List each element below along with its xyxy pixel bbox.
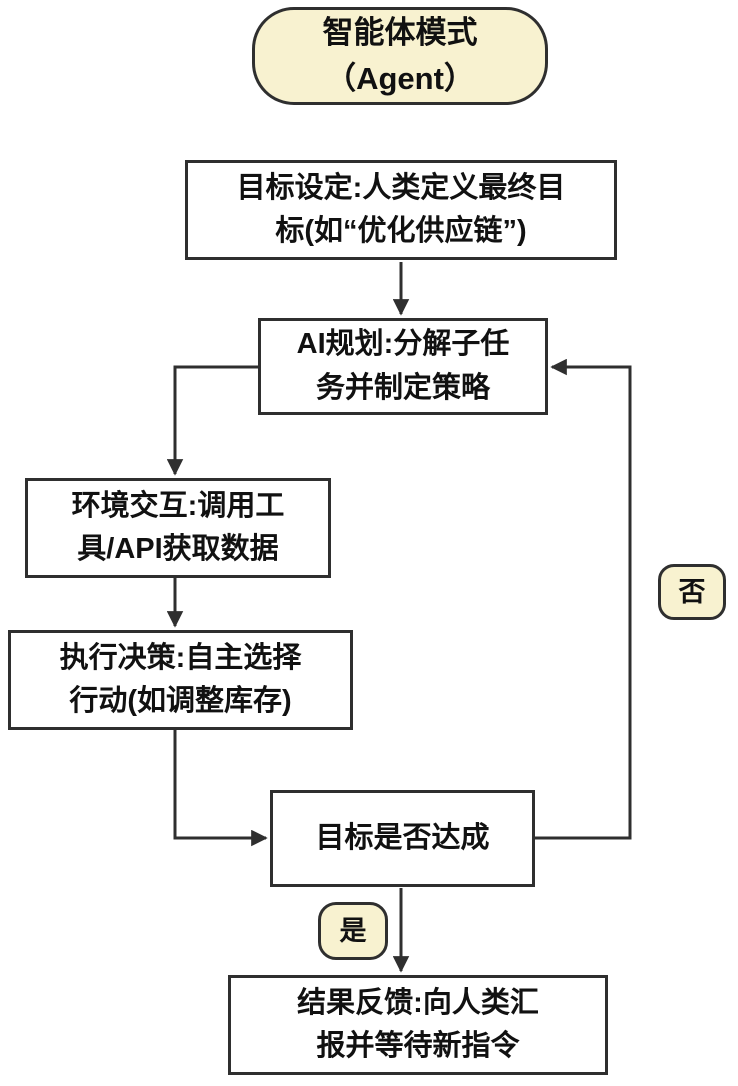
- label-yes: 是: [318, 902, 388, 960]
- node-agent-mode-title: 智能体模式 （Agent）: [252, 7, 548, 105]
- label-no: 否: [658, 564, 726, 620]
- arrow-check-to-plan-loop: [535, 358, 632, 840]
- node-result-feedback: 结果反馈:向人类汇 报并等待新指令: [228, 975, 608, 1075]
- arrow-plan-to-env: [166, 365, 258, 476]
- node-execute-decision: 执行决策:自主选择 行动(如调整库存): [8, 630, 353, 730]
- node-goal-setting: 目标设定:人类定义最终目 标(如“优化供应链”): [185, 160, 617, 260]
- node-goal-achieved-check: 目标是否达成: [270, 790, 535, 887]
- node-ai-planning: AI规划:分解子任 务并制定策略: [258, 318, 548, 415]
- arrow-decide-to-check: [173, 730, 268, 847]
- node-environment-interaction: 环境交互:调用工 具/API获取数据: [25, 478, 331, 578]
